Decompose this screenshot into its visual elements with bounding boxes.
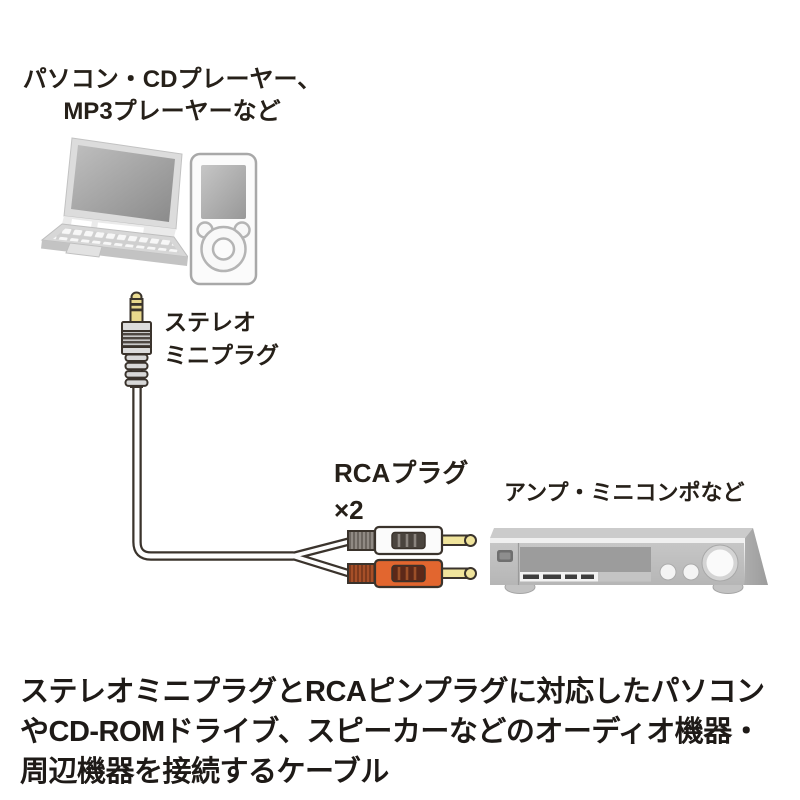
source-devices-label: パソコン・CDプレーヤー、 MP3プレーヤーなど [18,64,326,128]
amp-knob-small-2 [682,563,700,581]
rca-plug-line2: ×2 [334,495,364,525]
stereo-mini-plug-illustration [121,291,152,388]
cable-illustration [121,291,477,589]
rca-plug-red-illustration [347,558,477,589]
product-description: ステレオミニプラグとRCAピンプラグに対応したパソコン やCD-ROMドライブ、… [20,672,792,792]
amp-display [520,547,651,572]
description-line1: ステレオミニプラグとRCAピンプラグに対応したパソコン [20,676,765,708]
amp-buttons [523,574,594,579]
mini-plug-label: ステレオ ミニプラグ [164,306,279,372]
source-devices-line2: MP3プレーヤーなど [63,98,281,125]
rca-plug-white-illustration [347,525,477,556]
source-devices-line1: パソコン・CDプレーヤー、 [22,66,322,93]
description-line3: 周辺機器を接続するケーブル [20,756,389,788]
rca-plug-line1: RCAプラグ [334,458,469,488]
target-devices-label: アンプ・ミニコンポなど [504,480,745,505]
mini-plug-line1: ステレオ [164,309,256,335]
amp-knob-small-1 [659,563,677,581]
mp3-player-illustration [189,152,258,286]
rca-plug-label: RCAプラグ ×2 [334,455,468,529]
description-line2: やCD-ROMドライブ、スピーカーなどのオーディオ機器・ [20,716,761,748]
mini-plug-line2: ミニプラグ [164,342,279,368]
amplifier-illustration [490,528,768,594]
laptop-illustration [40,137,188,266]
cable-line [132,381,356,579]
